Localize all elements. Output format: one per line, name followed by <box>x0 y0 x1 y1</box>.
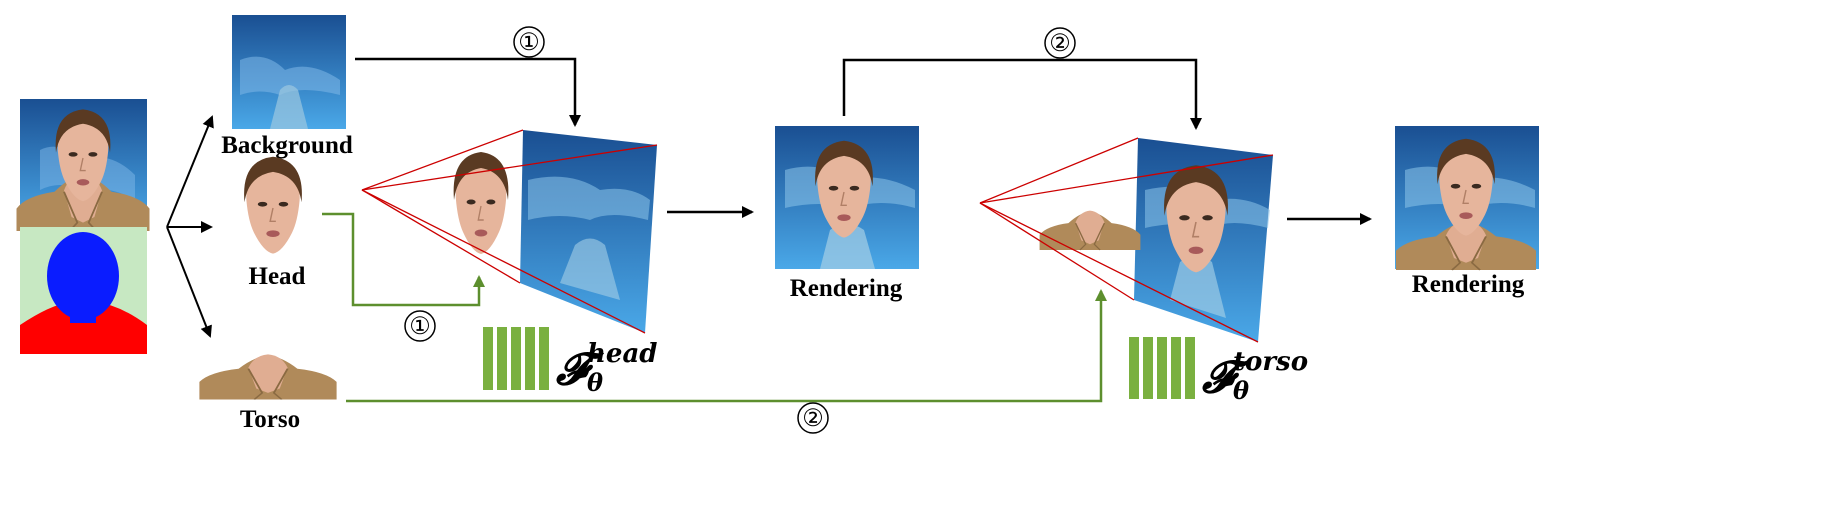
step-marker-1-label: ① <box>518 29 540 56</box>
intermediate-rendering <box>775 126 919 269</box>
head-label: Head <box>249 263 306 290</box>
step-marker-1b-label: ① <box>409 313 431 340</box>
background-to-head-network-arrow <box>355 57 581 127</box>
rendering-label-1: Rendering <box>790 275 903 302</box>
step-marker-2-label: ② <box>1049 30 1071 57</box>
torso-label: Torso <box>240 406 300 433</box>
svg-text:torso: torso <box>1233 347 1308 377</box>
background-image <box>232 15 346 129</box>
step-marker-2b-label: ② <box>802 405 824 432</box>
final-rendering <box>1395 126 1539 271</box>
rendering-to-torso-network-arrow <box>842 58 1202 130</box>
step-marker-2 <box>1044 27 1076 59</box>
svg-text:head: head <box>587 339 657 369</box>
head-network-symbol: 𝓕 θ head <box>555 339 657 397</box>
torso-network-bars <box>1129 337 1195 399</box>
torso-image <box>198 353 338 401</box>
background-label: Background <box>221 132 353 159</box>
svg-text:θ: θ <box>1233 376 1249 405</box>
head-to-network-arrow <box>322 212 485 307</box>
torso-to-network-arrow <box>346 289 1107 403</box>
head-network-bars <box>483 327 549 390</box>
step-marker-1b <box>404 310 436 342</box>
split-arrows <box>166 115 214 338</box>
torso-nerf-frustum <box>979 137 1274 343</box>
step-marker-1 <box>513 26 545 58</box>
head-image <box>243 155 303 255</box>
step-marker-2b <box>797 402 829 434</box>
parsing-map <box>20 227 147 354</box>
torso-network-symbol: 𝓕 θ torso <box>1201 347 1308 405</box>
input-portrait <box>15 99 151 232</box>
head-nerf-frustum <box>361 129 658 334</box>
svg-text:θ: θ <box>587 368 603 397</box>
rendering-label-2: Rendering <box>1412 271 1525 298</box>
